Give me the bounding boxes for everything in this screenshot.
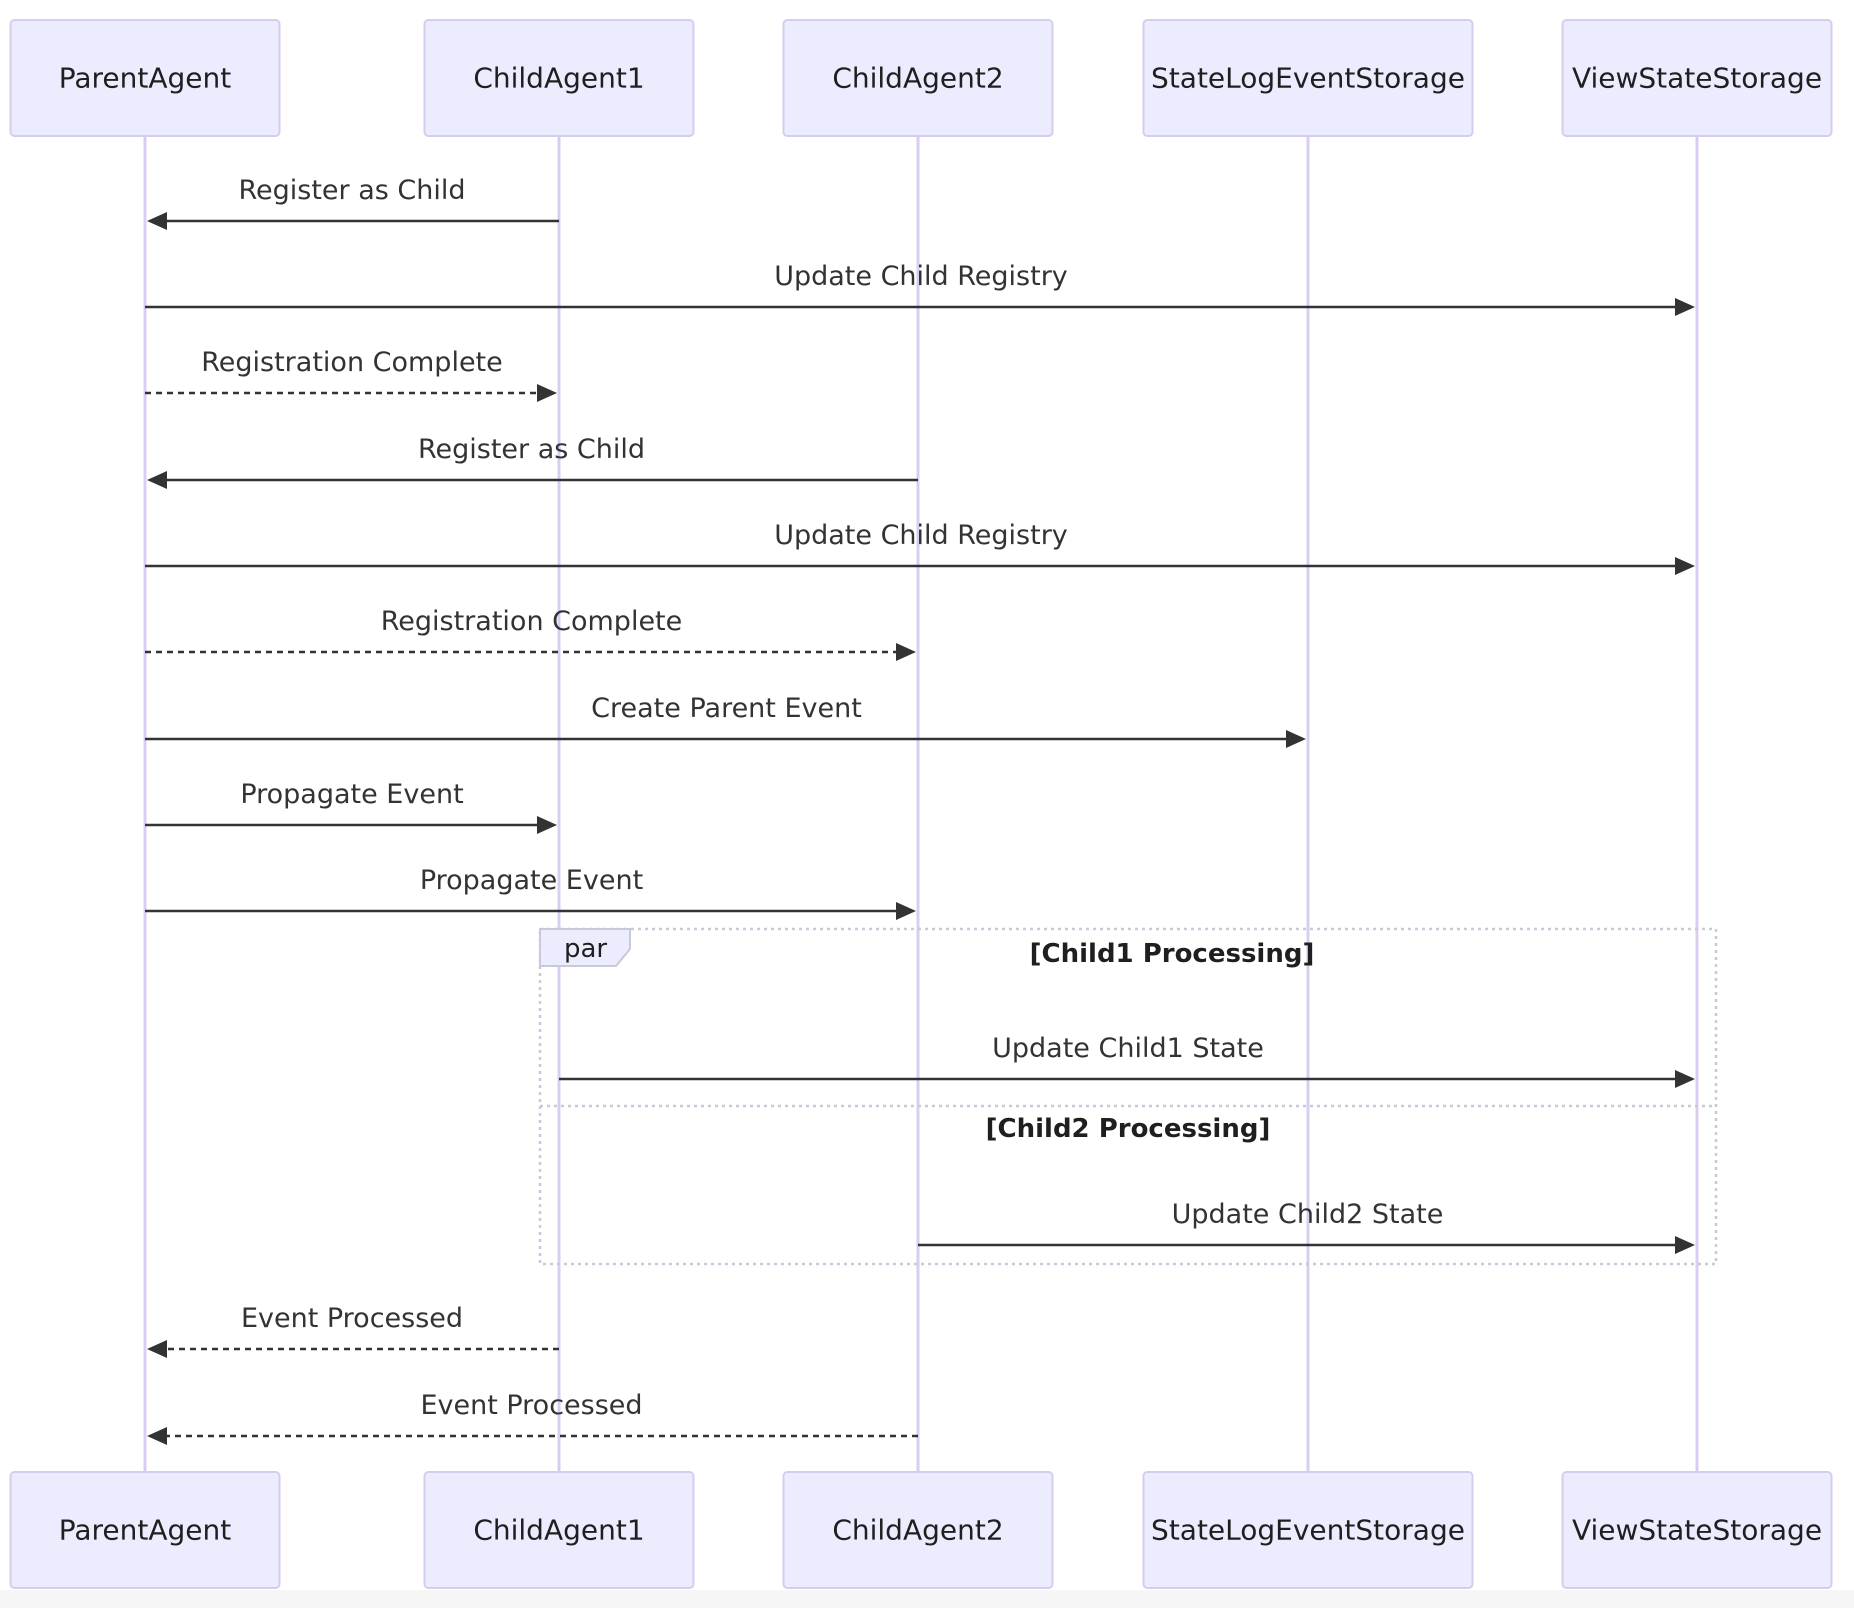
actor-label: ParentAgent — [59, 1514, 232, 1547]
message-label: Register as Child — [418, 434, 645, 465]
actor-box — [9, 1471, 281, 1589]
actor-box — [9, 19, 281, 137]
actor-label: ViewStateStorage — [1572, 62, 1822, 95]
message-6: Registration Complete — [145, 606, 916, 661]
arrowhead — [896, 902, 916, 920]
actor-label: StateLogEventStorage — [1151, 62, 1465, 95]
arrowhead — [537, 384, 557, 402]
message-2: Update Child Registry — [145, 261, 1695, 316]
actor-parent-top: ParentAgent — [9, 19, 281, 137]
message-label: Registration Complete — [201, 347, 503, 378]
arrowhead — [1675, 1070, 1695, 1088]
arrowhead — [1286, 730, 1306, 748]
actor-box — [1561, 19, 1833, 137]
message-5: Update Child Registry — [145, 520, 1695, 575]
message-label: Update Child Registry — [774, 520, 1068, 551]
message-3: Registration Complete — [145, 347, 557, 402]
message-label: Update Child2 State — [1172, 1199, 1444, 1230]
message-label: Update Child1 State — [992, 1033, 1264, 1064]
actor-box — [1561, 1471, 1833, 1589]
message-label: Create Parent Event — [591, 693, 862, 724]
actor-box — [423, 1471, 695, 1589]
actor-child2-top: ChildAgent2 — [782, 19, 1054, 137]
message-7: Create Parent Event — [145, 693, 1306, 748]
arrowhead — [1675, 1236, 1695, 1254]
actor-label: ChildAgent2 — [832, 62, 1003, 95]
par-keyword: par — [564, 934, 607, 964]
message-label: Propagate Event — [240, 779, 463, 810]
message-12: Event Processed — [147, 1303, 559, 1358]
actor-box — [782, 19, 1054, 137]
actor-viewstate-bottom: ViewStateStorage — [1561, 1471, 1833, 1589]
actor-viewstate-top: ViewStateStorage — [1561, 19, 1833, 137]
actor-box — [1142, 1471, 1474, 1589]
actor-label: ChildAgent1 — [473, 1514, 644, 1547]
arrowhead — [896, 643, 916, 661]
message-4: Register as Child — [147, 434, 918, 489]
actor-statelog-bottom: StateLogEventStorage — [1142, 1471, 1474, 1589]
par-section-label-1: [Child1 Processing] — [1030, 939, 1315, 969]
actor-label: StateLogEventStorage — [1151, 1514, 1465, 1547]
message-label: Register as Child — [238, 175, 465, 206]
par-tab — [539, 928, 631, 967]
arrowhead — [147, 1340, 167, 1358]
message-label: Propagate Event — [420, 865, 643, 896]
actors-top: ParentAgent ChildAgent1 ChildAgent2 StateLo… — [9, 19, 1833, 137]
actors-bottom: ParentAgent ChildAgent1 ChildAgent2 StateLo… — [9, 1471, 1833, 1589]
message-label: Event Processed — [241, 1303, 463, 1334]
actor-child2-bottom: ChildAgent2 — [782, 1471, 1054, 1589]
par-frame — [538, 927, 1718, 1266]
lifelines — [143, 136, 1699, 1472]
actor-box — [782, 1471, 1054, 1589]
actor-child1-bottom: ChildAgent1 — [423, 1471, 695, 1589]
message-label: Update Child Registry — [774, 261, 1068, 292]
message-13: Event Processed — [147, 1390, 918, 1445]
arrowhead — [147, 212, 167, 230]
actor-child1-top: ChildAgent1 — [423, 19, 695, 137]
message-11: Update Child2 State — [918, 1199, 1695, 1254]
actor-parent-bottom: ParentAgent — [9, 1471, 281, 1589]
actor-label: ParentAgent — [59, 62, 232, 95]
arrowhead — [1675, 557, 1695, 575]
message-label: Registration Complete — [381, 606, 683, 637]
arrowhead — [147, 1427, 167, 1445]
message-8: Propagate Event — [145, 779, 557, 834]
arrowhead — [537, 816, 557, 834]
message-1: Register as Child — [147, 175, 559, 230]
message-9: Propagate Event — [145, 865, 916, 920]
actor-box — [423, 19, 695, 137]
par-section-label-2: [Child2 Processing] — [986, 1114, 1271, 1144]
par-block: par [Child1 Processing] [Child2 Processing… — [538, 927, 1718, 1266]
actor-label: ChildAgent1 — [473, 62, 644, 95]
message-10: Update Child1 State — [559, 1033, 1695, 1088]
actor-label: ChildAgent2 — [832, 1514, 1003, 1547]
actor-label: ViewStateStorage — [1572, 1514, 1822, 1547]
actor-box — [1142, 19, 1474, 137]
arrowhead — [147, 471, 167, 489]
arrowhead — [1675, 298, 1695, 316]
message-label: Event Processed — [420, 1390, 642, 1421]
bottom-strip — [0, 1590, 1854, 1608]
actor-statelog-top: StateLogEventStorage — [1142, 19, 1474, 137]
